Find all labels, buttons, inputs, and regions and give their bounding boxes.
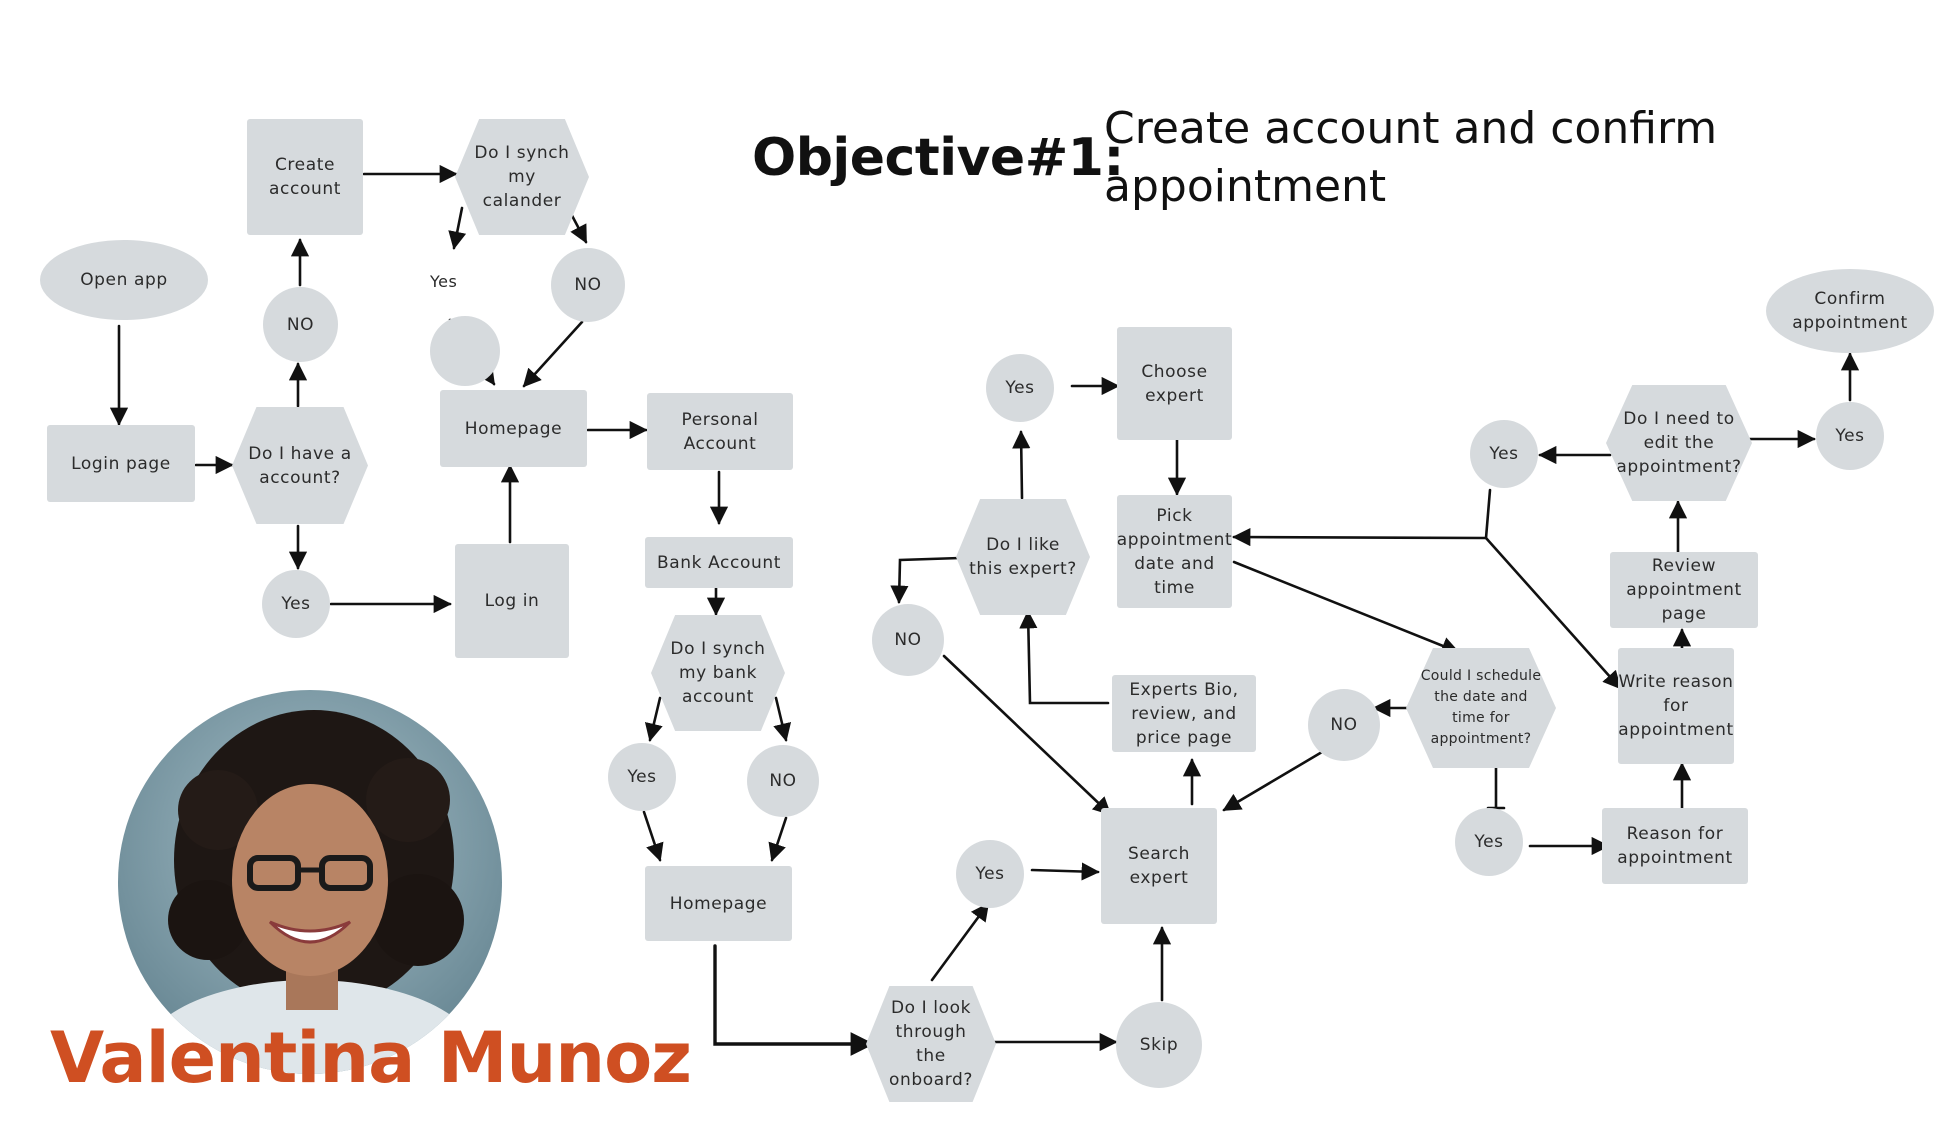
arrow-onboard-to-yes <box>930 902 990 982</box>
node-synch-calendar-question[interactable]: Do I synch my calander <box>455 119 589 235</box>
node-bank-no[interactable]: NO <box>747 745 819 817</box>
node-schedule-yes[interactable]: Yes <box>1455 808 1523 876</box>
node-calendar-no[interactable]: NO <box>551 248 625 322</box>
node-review-appointment[interactable]: Review appointment page <box>1610 552 1758 628</box>
arrow-synchbank-to-yes <box>644 696 663 742</box>
node-no-edit-yes[interactable]: Yes <box>1816 402 1884 470</box>
node-personal-account[interactable]: Personal Account <box>647 393 793 470</box>
label-calendar-yes: Yes <box>430 272 458 291</box>
arrow-like-to-no <box>890 556 962 604</box>
node-onboard-question[interactable]: Do I look through the onboard? <box>866 986 996 1102</box>
arrow-bankyes-to-homepage <box>642 810 664 862</box>
node-skip[interactable]: Skip <box>1116 1002 1202 1088</box>
objective-label: Objective#1: <box>752 128 1124 188</box>
node-create-account[interactable]: Create account <box>247 119 363 235</box>
node-reason-for-appointment[interactable]: Reason for appointment <box>1602 808 1748 884</box>
arrow-synch-to-yes <box>448 206 467 250</box>
objective-description: Create account and confirm appointment <box>1104 103 1718 212</box>
arrow-scheduleno-to-search <box>1222 750 1324 812</box>
node-edit-yes[interactable]: Yes <box>1470 420 1538 488</box>
node-open-app[interactable]: Open app <box>40 240 208 320</box>
arrow-homepage2-to-onboard <box>713 944 875 1056</box>
node-experts-bio[interactable]: Experts Bio, review, and price page <box>1112 675 1256 752</box>
node-login-page[interactable]: Login page <box>47 425 195 502</box>
line-edityes-down <box>1484 488 1492 540</box>
arrow-likeno-to-search <box>942 654 1112 816</box>
arrow-edityes-to-pick <box>1232 527 1488 547</box>
node-search-expert[interactable]: Search expert <box>1101 808 1217 924</box>
node-calendar-yes-circle <box>430 316 500 386</box>
node-homepage-1[interactable]: Homepage <box>440 390 587 467</box>
node-schedule-question[interactable]: Could I schedule the date and time for a… <box>1406 648 1556 768</box>
arrow-edityes-to-write <box>1484 536 1622 690</box>
node-have-account-question[interactable]: Do I have a account? <box>232 407 368 524</box>
node-bank-account[interactable]: Bank Account <box>645 537 793 588</box>
persona-portrait-illustration <box>118 690 502 1074</box>
arrow-onboardyes-to-search <box>1030 862 1100 881</box>
persona-name: Valentina Munoz <box>50 1017 692 1099</box>
arrow-pick-to-schedule <box>1232 560 1460 655</box>
node-log-in[interactable]: Log in <box>455 544 569 658</box>
arrow-bio-to-like <box>1019 610 1110 705</box>
node-confirm-appointment[interactable]: Confirm appointment <box>1766 269 1934 353</box>
node-like-yes[interactable]: Yes <box>986 354 1054 422</box>
arrow-synchbank-to-no <box>773 696 792 742</box>
node-choose-expert[interactable]: Choose expert <box>1117 327 1232 440</box>
node-yes-account[interactable]: Yes <box>262 570 330 638</box>
node-no-account[interactable]: NO <box>263 287 338 362</box>
node-synch-bank-question[interactable]: Do I synch my bank account <box>651 615 785 731</box>
node-onboard-yes[interactable]: Yes <box>956 840 1024 908</box>
arrow-calno-to-homepage <box>522 320 584 388</box>
node-write-reason[interactable]: Write reason for appointment <box>1618 648 1734 764</box>
arrow-bankno-to-homepage <box>768 816 788 862</box>
persona-photo <box>118 690 502 1074</box>
node-homepage-2[interactable]: Homepage <box>645 866 792 941</box>
node-pick-appointment[interactable]: Pick appointment date and time <box>1117 495 1232 608</box>
arrow-like-to-yes <box>1012 430 1031 500</box>
node-edit-question[interactable]: Do I need to edit the appointment? <box>1606 385 1752 501</box>
line-schedule-to-yes <box>1486 762 1506 810</box>
node-schedule-no[interactable]: NO <box>1308 689 1380 761</box>
node-like-no[interactable]: NO <box>872 604 944 676</box>
node-like-expert-question[interactable]: Do I like this expert? <box>956 499 1090 615</box>
node-bank-yes[interactable]: Yes <box>608 743 676 811</box>
